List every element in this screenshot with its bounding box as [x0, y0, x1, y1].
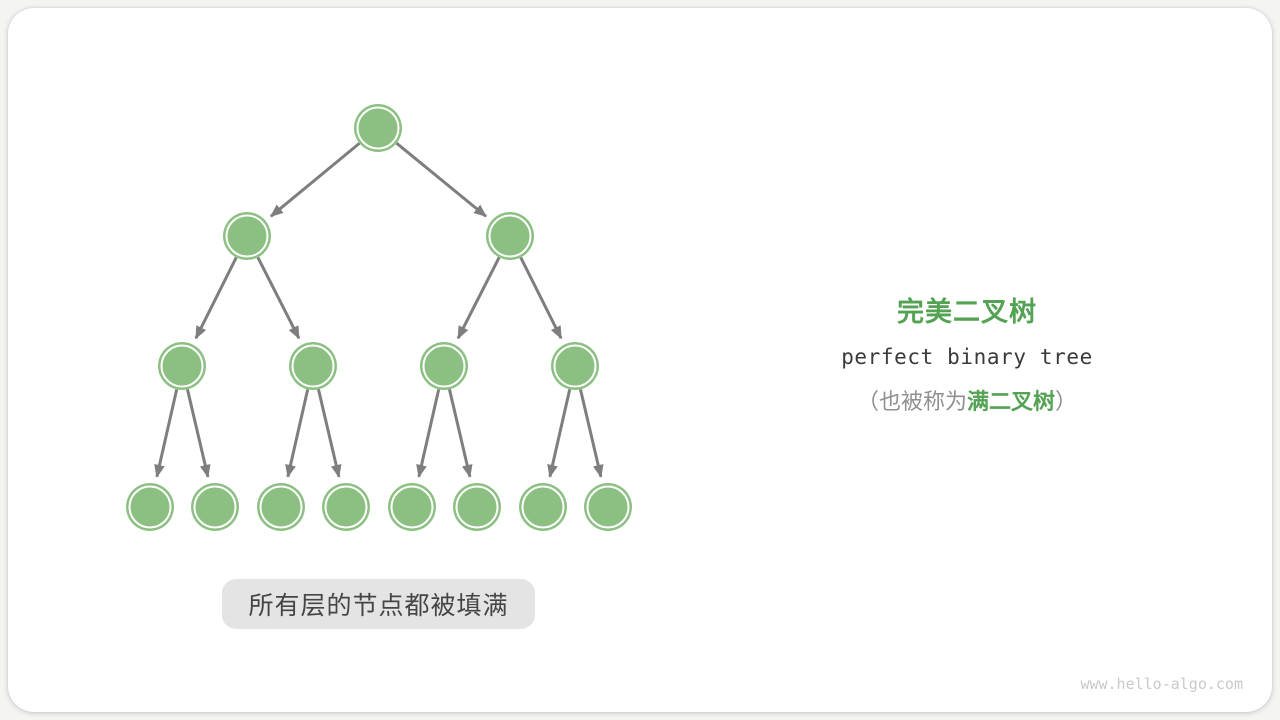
caption-label: 所有层的节点都被填满 [222, 579, 535, 629]
alias-highlight: 满二叉树 [966, 389, 1055, 414]
alias-prefix: （也被称为 [856, 389, 967, 414]
alias-line: （也被称为满二叉树） [790, 387, 1144, 417]
info-block: 完美二叉树 perfect binary tree （也被称为满二叉树） [790, 296, 1144, 417]
canvas-card [8, 8, 1272, 712]
title-en: perfect binary tree [841, 345, 1093, 369]
title-zh: 完美二叉树 [897, 297, 1037, 327]
alias-suffix: ） [1055, 389, 1078, 414]
watermark: www.hello-algo.com [1080, 675, 1243, 693]
